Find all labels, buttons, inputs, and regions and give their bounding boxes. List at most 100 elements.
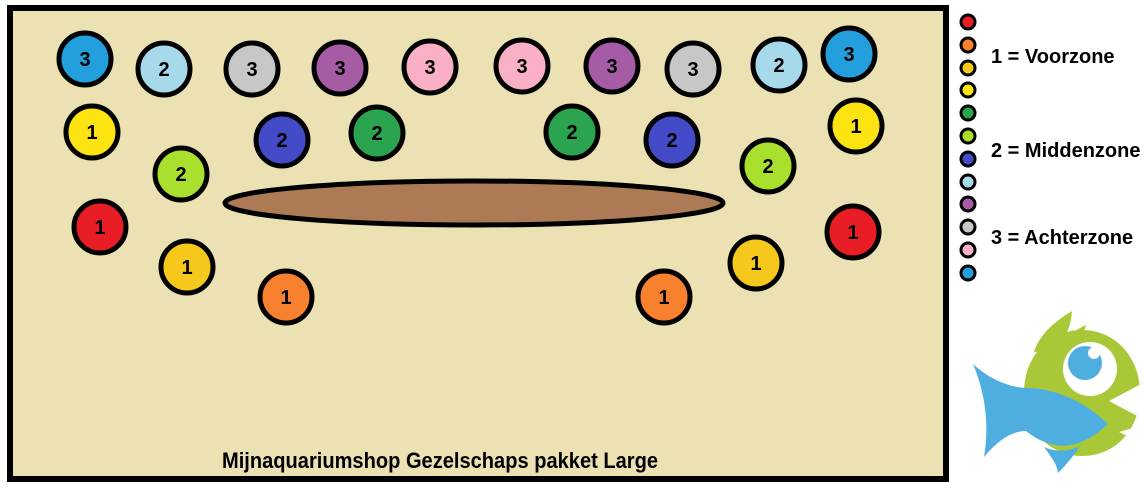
- legend-dot: [959, 36, 977, 54]
- zone-number-label: 2: [158, 59, 169, 81]
- fish-position-circle-shape: [152, 145, 210, 203]
- fish-position-circle-shape: [56, 30, 114, 88]
- legend-dot: [959, 81, 977, 99]
- zone-number-label: 3: [424, 57, 435, 79]
- legend-dot: [959, 264, 977, 282]
- zone-number-label: 2: [175, 164, 186, 186]
- fish-position-circle-shape: [827, 97, 885, 155]
- fish-position-circle-shape: [401, 38, 459, 96]
- legend-dot: [959, 13, 977, 31]
- fish-position-circle-shape: [583, 37, 641, 95]
- fish-position-circle: 2: [135, 40, 193, 98]
- fish-position-circle: 3: [583, 37, 641, 95]
- fish-position-circle-shape: [664, 40, 722, 98]
- fish-position-circle: 1: [727, 234, 785, 292]
- zone-number-label: 1: [86, 122, 97, 144]
- legend-label-achterzone: 3 = Achterzone: [991, 227, 1133, 249]
- zone-number-label: 3: [334, 58, 345, 80]
- fish-position-circle-shape: [158, 238, 216, 296]
- legend-dot: [959, 150, 977, 168]
- zone-number-label: 1: [750, 253, 761, 275]
- zone-number-label: 2: [666, 130, 677, 152]
- fish-circles-layer: 3 2 3 3 3 3 3 3 2 3 1 2 2 2 2 1 2 2 1 1 1 1 1 1: [56, 25, 885, 326]
- legend-label-middenzone: 2 = Middenzone: [991, 140, 1140, 162]
- fish-position-circle-shape: [223, 40, 281, 98]
- fish-position-circle: 1: [827, 97, 885, 155]
- fish-position-circle-shape: [135, 40, 193, 98]
- fish-lower-notch: [1119, 426, 1140, 441]
- zone-number-label: 3: [246, 59, 257, 81]
- zone-number-label: 1: [847, 222, 858, 244]
- fish-position-circle: 3: [311, 39, 369, 97]
- legend-dot: [959, 127, 977, 145]
- legend-dot: [959, 59, 977, 77]
- fish-position-circle-shape: [820, 25, 878, 83]
- legend: 1 = Voorzone 2 = Middenzone 3 = Achterzo…: [959, 13, 1140, 282]
- fish-position-circle-shape: [63, 103, 121, 161]
- diagram-title: Mijnaquariumshop Gezelschaps pakket Larg…: [222, 448, 658, 473]
- zone-number-label: 3: [79, 49, 90, 71]
- shop-logo-fish: [973, 311, 1141, 473]
- zone-number-label: 1: [850, 116, 861, 138]
- zone-number-label: 1: [280, 287, 291, 309]
- zone-number-label: 2: [566, 122, 577, 144]
- legend-label-voorzone: 1 = Voorzone: [991, 46, 1115, 68]
- fish-position-circle: 2: [253, 111, 311, 169]
- fish-position-circle-shape: [635, 268, 693, 326]
- fish-eye-highlight: [1088, 347, 1100, 359]
- fish-position-circle: 2: [750, 36, 808, 94]
- zone-number-label: 1: [181, 257, 192, 279]
- legend-dot: [959, 241, 977, 259]
- zone-number-label: 2: [773, 55, 784, 77]
- fish-position-circle-shape: [253, 111, 311, 169]
- fish-position-circle-shape: [493, 37, 551, 95]
- fish-position-circle: 1: [158, 238, 216, 296]
- zone-number-label: 2: [276, 130, 287, 152]
- fish-position-circle-shape: [71, 198, 129, 256]
- fish-position-circle: 2: [543, 103, 601, 161]
- fish-position-circle-shape: [750, 36, 808, 94]
- fish-position-circle-shape: [739, 137, 797, 195]
- zone-number-label: 1: [94, 217, 105, 239]
- legend-dot: [959, 104, 977, 122]
- fish-position-circle: 1: [635, 268, 693, 326]
- fish-position-circle: 3: [820, 25, 878, 83]
- zone-number-label: 3: [843, 44, 854, 66]
- fish-position-circle: 1: [824, 203, 882, 261]
- fish-position-circle: 1: [63, 103, 121, 161]
- legend-dot: [959, 218, 977, 236]
- zone-number-label: 2: [371, 123, 382, 145]
- fish-position-circle: 3: [664, 40, 722, 98]
- fish-position-circle: 2: [152, 145, 210, 203]
- fish-position-circle-shape: [643, 111, 701, 169]
- fish-position-circle-shape: [311, 39, 369, 97]
- zone-number-label: 3: [687, 59, 698, 81]
- fish-dorsal-fin-icon: [1034, 311, 1086, 352]
- fish-position-circle-shape: [543, 103, 601, 161]
- fish-position-circle-shape: [727, 234, 785, 292]
- zone-number-label: 1: [658, 287, 669, 309]
- fish-position-circle: 2: [348, 104, 406, 162]
- fish-position-circle: 3: [56, 30, 114, 88]
- legend-dot: [959, 195, 977, 213]
- substrate-mound: [222, 178, 726, 228]
- fish-position-circle: 1: [257, 268, 315, 326]
- fish-position-circle: 3: [401, 38, 459, 96]
- fish-tail-fin-icon: [973, 364, 1108, 457]
- fish-position-circle: 2: [643, 111, 701, 169]
- fish-belly-fin-icon: [1044, 446, 1080, 473]
- fish-position-circle-shape: [348, 104, 406, 162]
- fish-position-circle: 3: [223, 40, 281, 98]
- legend-dots: [959, 13, 977, 282]
- fish-position-circle: 2: [739, 137, 797, 195]
- zone-number-label: 3: [606, 56, 617, 78]
- zone-number-label: 2: [762, 156, 773, 178]
- legend-dot: [959, 173, 977, 191]
- fish-mouth-notch: [1109, 384, 1141, 418]
- zone-number-label: 3: [516, 56, 527, 78]
- fish-position-circle: 3: [493, 37, 551, 95]
- fish-position-circle-shape: [824, 203, 882, 261]
- fish-position-circle: 1: [71, 198, 129, 256]
